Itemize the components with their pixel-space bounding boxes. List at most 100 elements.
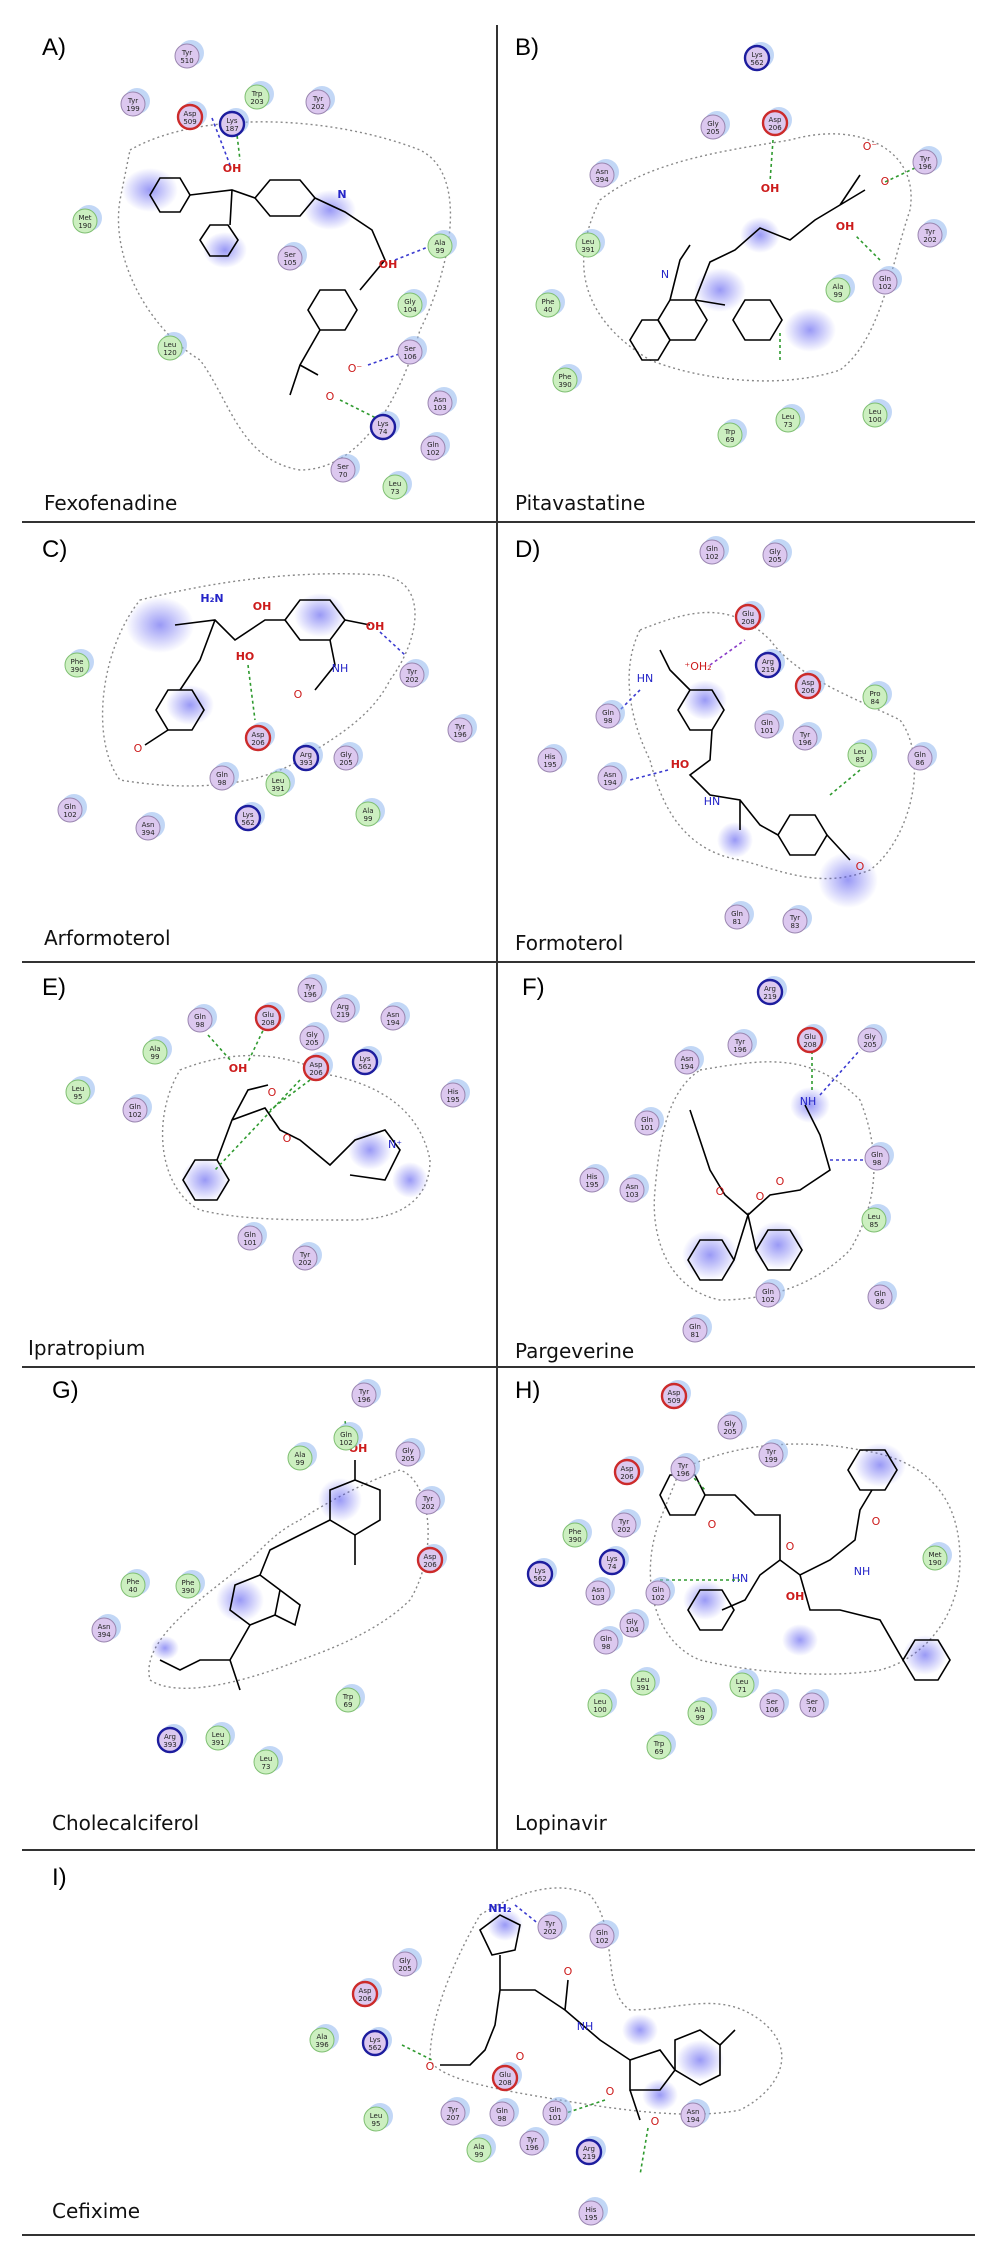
residue-name: Asp	[184, 110, 197, 118]
residue-name: Gln	[874, 1290, 886, 1298]
residue-name: Lys	[751, 51, 762, 59]
residue-name: Tyr	[789, 914, 800, 922]
residue-name: His	[587, 1173, 598, 1181]
residue-name: Asp	[310, 1061, 323, 1069]
residue-name: Lys	[606, 1555, 617, 1563]
residue-circle	[613, 1458, 641, 1486]
residue-name: Gln	[871, 1151, 883, 1159]
residue-name: Ser	[806, 1698, 818, 1706]
caption-h: Lopinavir	[515, 1811, 608, 1835]
residue-circle	[857, 1027, 883, 1053]
residue-number: 394	[595, 176, 609, 184]
ligand-structure-b: OH OH O⁻ O N	[583, 133, 916, 382]
residue-circle	[589, 1923, 615, 1949]
ligand-structure-g: OH	[148, 1419, 429, 1691]
residue-number: 196	[918, 163, 932, 171]
residue-circle	[727, 1032, 753, 1058]
residue-number: 199	[126, 105, 139, 113]
svg-text:O: O	[134, 742, 143, 755]
residue-number: 190	[928, 1559, 941, 1567]
svg-text:HO: HO	[671, 758, 690, 771]
svg-text:O: O	[756, 1190, 765, 1203]
residue-number: 394	[97, 1631, 111, 1639]
residue-number: 98	[604, 717, 613, 725]
residue-number: 69	[344, 1701, 353, 1709]
residue-name: Leu	[582, 238, 595, 246]
residue-circle	[122, 1097, 148, 1123]
residue-name: Lys	[534, 1567, 545, 1575]
residue-name: Gln	[689, 1323, 701, 1331]
residue-circle	[578, 2200, 604, 2226]
svg-text:OH: OH	[366, 620, 385, 633]
svg-text:HN: HN	[637, 672, 654, 685]
residue-circle	[416, 1546, 444, 1574]
svg-text:NH: NH	[332, 662, 349, 675]
svg-text:HO: HO	[236, 650, 255, 663]
residue-circle	[309, 2027, 335, 2053]
residue-number: 196	[798, 739, 812, 747]
residue-name: Tyr	[544, 1920, 555, 1928]
svg-text:HN: HN	[732, 1572, 749, 1585]
panel-grid	[22, 25, 975, 2236]
residue-name: Asn	[596, 168, 609, 176]
residue-number: 102	[878, 283, 891, 291]
residue-number: 86	[876, 1298, 885, 1306]
svg-text:HN: HN	[704, 795, 721, 808]
residue-name: Asn	[604, 771, 617, 779]
residue-circle	[292, 744, 320, 772]
residue-name: Asp	[621, 1465, 634, 1473]
residue-number: 99	[151, 1053, 160, 1061]
residue-name: Ala	[316, 2033, 327, 2041]
residue-circle	[847, 742, 873, 768]
residue-number: 84	[871, 698, 880, 706]
residue-circle	[176, 103, 204, 131]
residue-circle	[120, 91, 146, 117]
residue-circle	[794, 672, 822, 700]
residue-number: 202	[311, 103, 324, 111]
residue-number: 562	[358, 1063, 371, 1071]
residue-name: Phe	[182, 1579, 195, 1587]
residue-number: 205	[401, 1455, 414, 1463]
residue-number: 105	[283, 259, 296, 267]
residue-circle	[526, 1560, 554, 1588]
residue-circle	[724, 904, 750, 930]
residue-name: Gly	[306, 1031, 318, 1039]
residue-circle	[670, 1456, 696, 1482]
residue-name: Leu	[389, 480, 402, 488]
caption-f: Pargeverine	[515, 1339, 634, 1363]
residue-number: 205	[305, 1039, 318, 1047]
residue-number: 196	[733, 1046, 747, 1054]
residue-circle	[535, 292, 561, 318]
residue-number: 206	[768, 124, 782, 132]
panel-label-i: I)	[52, 1864, 67, 1891]
residue-name: Lys	[242, 811, 253, 819]
residue-circle	[754, 651, 782, 679]
residue-name: Gln	[549, 2106, 561, 2114]
svg-text:N: N	[661, 268, 669, 281]
residue-name: Tyr	[734, 1038, 745, 1046]
residue-number: 202	[923, 236, 936, 244]
residue-number: 102	[426, 449, 439, 457]
svg-text:⁺OH₂: ⁺OH₂	[684, 660, 711, 673]
